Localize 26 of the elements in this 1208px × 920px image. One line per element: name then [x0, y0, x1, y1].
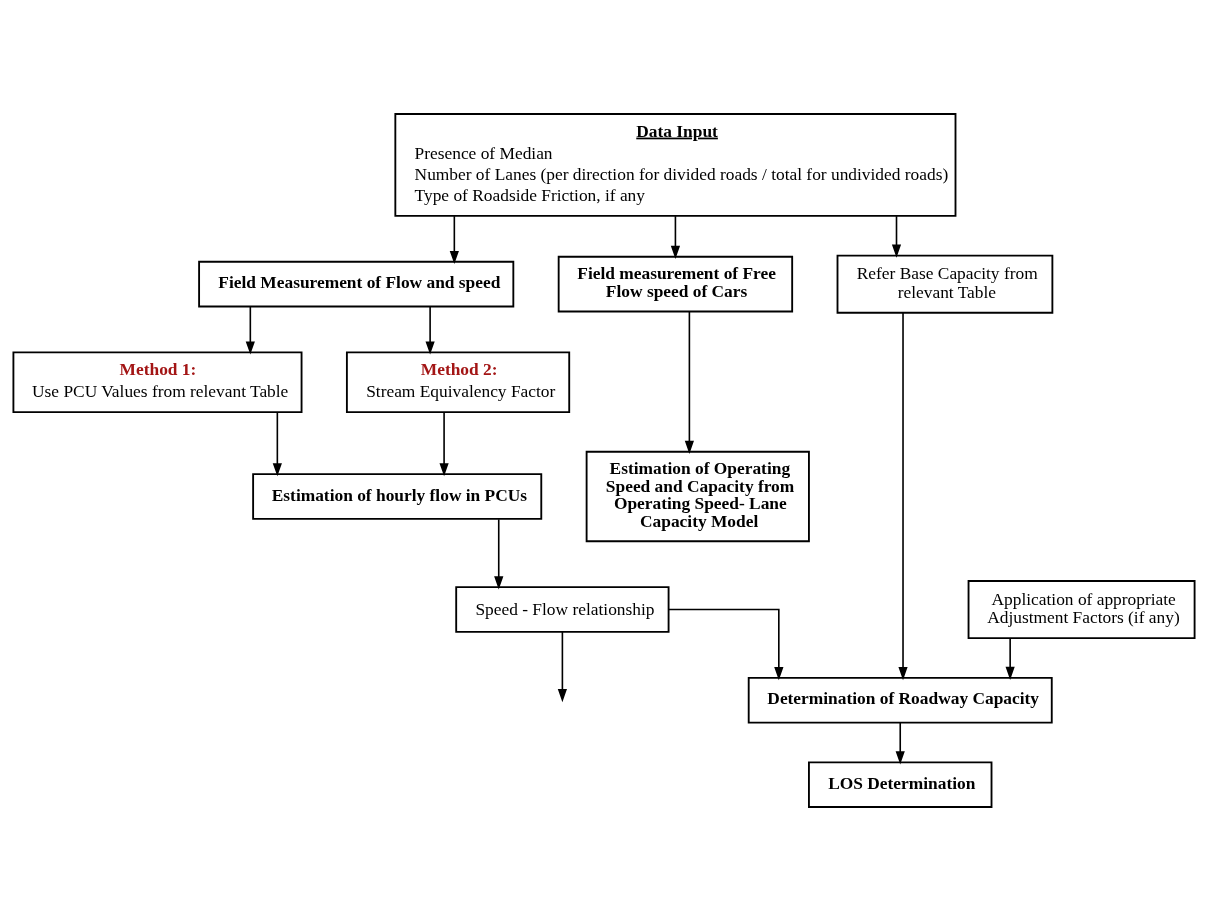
node-box: Speed - Flow relationship [455, 585, 670, 633]
arrow [449, 214, 459, 264]
arrow [898, 311, 908, 680]
node-box: Estimation of hourly flow in PCUs [252, 472, 543, 520]
node-box: Application of appropriate Adjustment Factors (if any) [967, 579, 1196, 639]
node-box: Method 1: Use PCU Values from relevant Table [12, 351, 303, 413]
arrow [684, 310, 694, 454]
arrow [895, 721, 905, 764]
node-box: Field Measurement of Flow and speed [198, 260, 515, 307]
arrow [245, 305, 255, 355]
arrow [439, 410, 449, 476]
arrow [670, 214, 681, 259]
node-box: LOS Determination [808, 760, 993, 808]
node-box: Determination of Roadway Capacity [747, 676, 1053, 723]
node-box: Estimation of Operating Speed and Capacity from Operating Speed- Lane Capacity Model [585, 450, 810, 542]
node-box: Method 2: Stream Equivalency Factor [345, 351, 571, 413]
node-box: Field measurement of Free Flow speed of Cars [557, 255, 794, 312]
arrow [494, 518, 504, 590]
arrow [891, 214, 902, 258]
arrow [425, 305, 435, 355]
arrow [272, 410, 282, 476]
node-box: Refer Base Capacity from relevant Table [836, 254, 1054, 314]
arrow [667, 608, 784, 680]
node-box: Data Input Presence of Median Number of Lanes (per direction for divided roads / total for undivided roads) Type of Roadside Friction, if any [394, 112, 957, 217]
arrow [557, 630, 567, 702]
arrow [1005, 636, 1015, 680]
